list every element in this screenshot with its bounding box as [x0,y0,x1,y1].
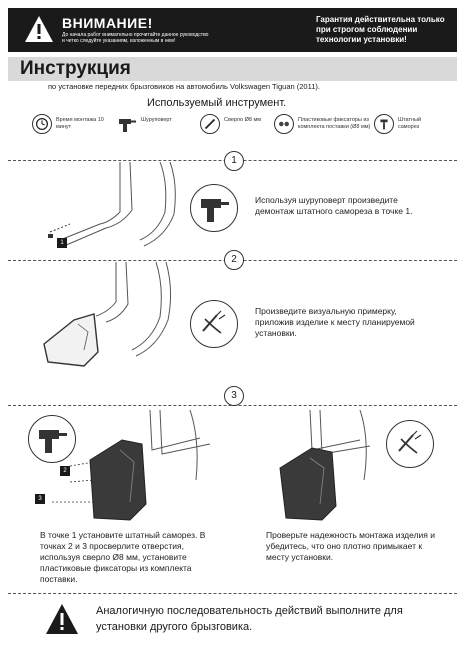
title-bar: Инструкция [8,57,457,81]
warning-icon [46,604,78,634]
step-1-tool-circle [190,184,238,232]
step-3-install-illustration [52,410,211,521]
drill-bit-icon [200,114,220,134]
step-3-tool-circle [28,415,76,463]
step-1-text: Используя шуруповерт произведите демонта… [255,195,413,216]
step-2-tool-circle [190,300,238,348]
fitting-icon [398,430,422,454]
step-number-2: 2 [224,250,244,270]
drill-icon [119,119,136,132]
step-number-1: 1 [224,151,244,171]
step-3-result-illustration [279,410,371,521]
callout-2: 2 [60,466,70,476]
screw-icon [374,114,394,134]
tool-label: Шуруповерт [141,117,172,123]
warning-title: ВНИМАНИЕ! [62,15,153,31]
warning-subtitle: До начала работ внимательно прочитайте д… [62,32,209,44]
footer-note: Аналогичную последовательность действий … [96,605,403,633]
guarantee-note: Гарантия действительна только при строго… [316,15,445,44]
step-number-3: 3 [224,386,244,406]
tool-label: Штатный саморез [398,117,422,130]
callout-3: 3 [35,494,45,504]
clock-icon [32,114,52,134]
warning-icon [25,16,53,42]
tools-heading: Используемый инструмент. [147,97,287,109]
step-3-text-right: Проверьте надежность монтажа изделия и у… [266,530,435,562]
tool-label: Время монтажа 10 минут [56,117,104,130]
drill-icon [201,199,229,222]
tool-label: Сверло Ø8 мм [224,117,262,123]
fitting-icon [202,310,226,334]
step-3-check-circle [386,420,434,468]
page-title: Инструкция [20,58,131,79]
step-2-text: Произведите визуальную примерку, приложи… [255,306,415,338]
step-2-illustration [43,262,172,367]
divider [8,593,457,594]
warning-banner: ВНИМАНИЕ! До начала работ внимательно пр… [8,8,457,52]
drill-icon [39,430,67,453]
plastic-clips-icon [274,114,294,134]
step-3-text-left: В точке 1 установите штатный саморез. В … [40,530,206,584]
tool-label: Пластиковые фиксаторы из комплекта поста… [298,117,371,130]
page-subtitle: по установке передних брызговиков на авт… [48,82,320,91]
step-1-illustration [48,162,176,247]
callout-1: 1 [57,238,67,248]
